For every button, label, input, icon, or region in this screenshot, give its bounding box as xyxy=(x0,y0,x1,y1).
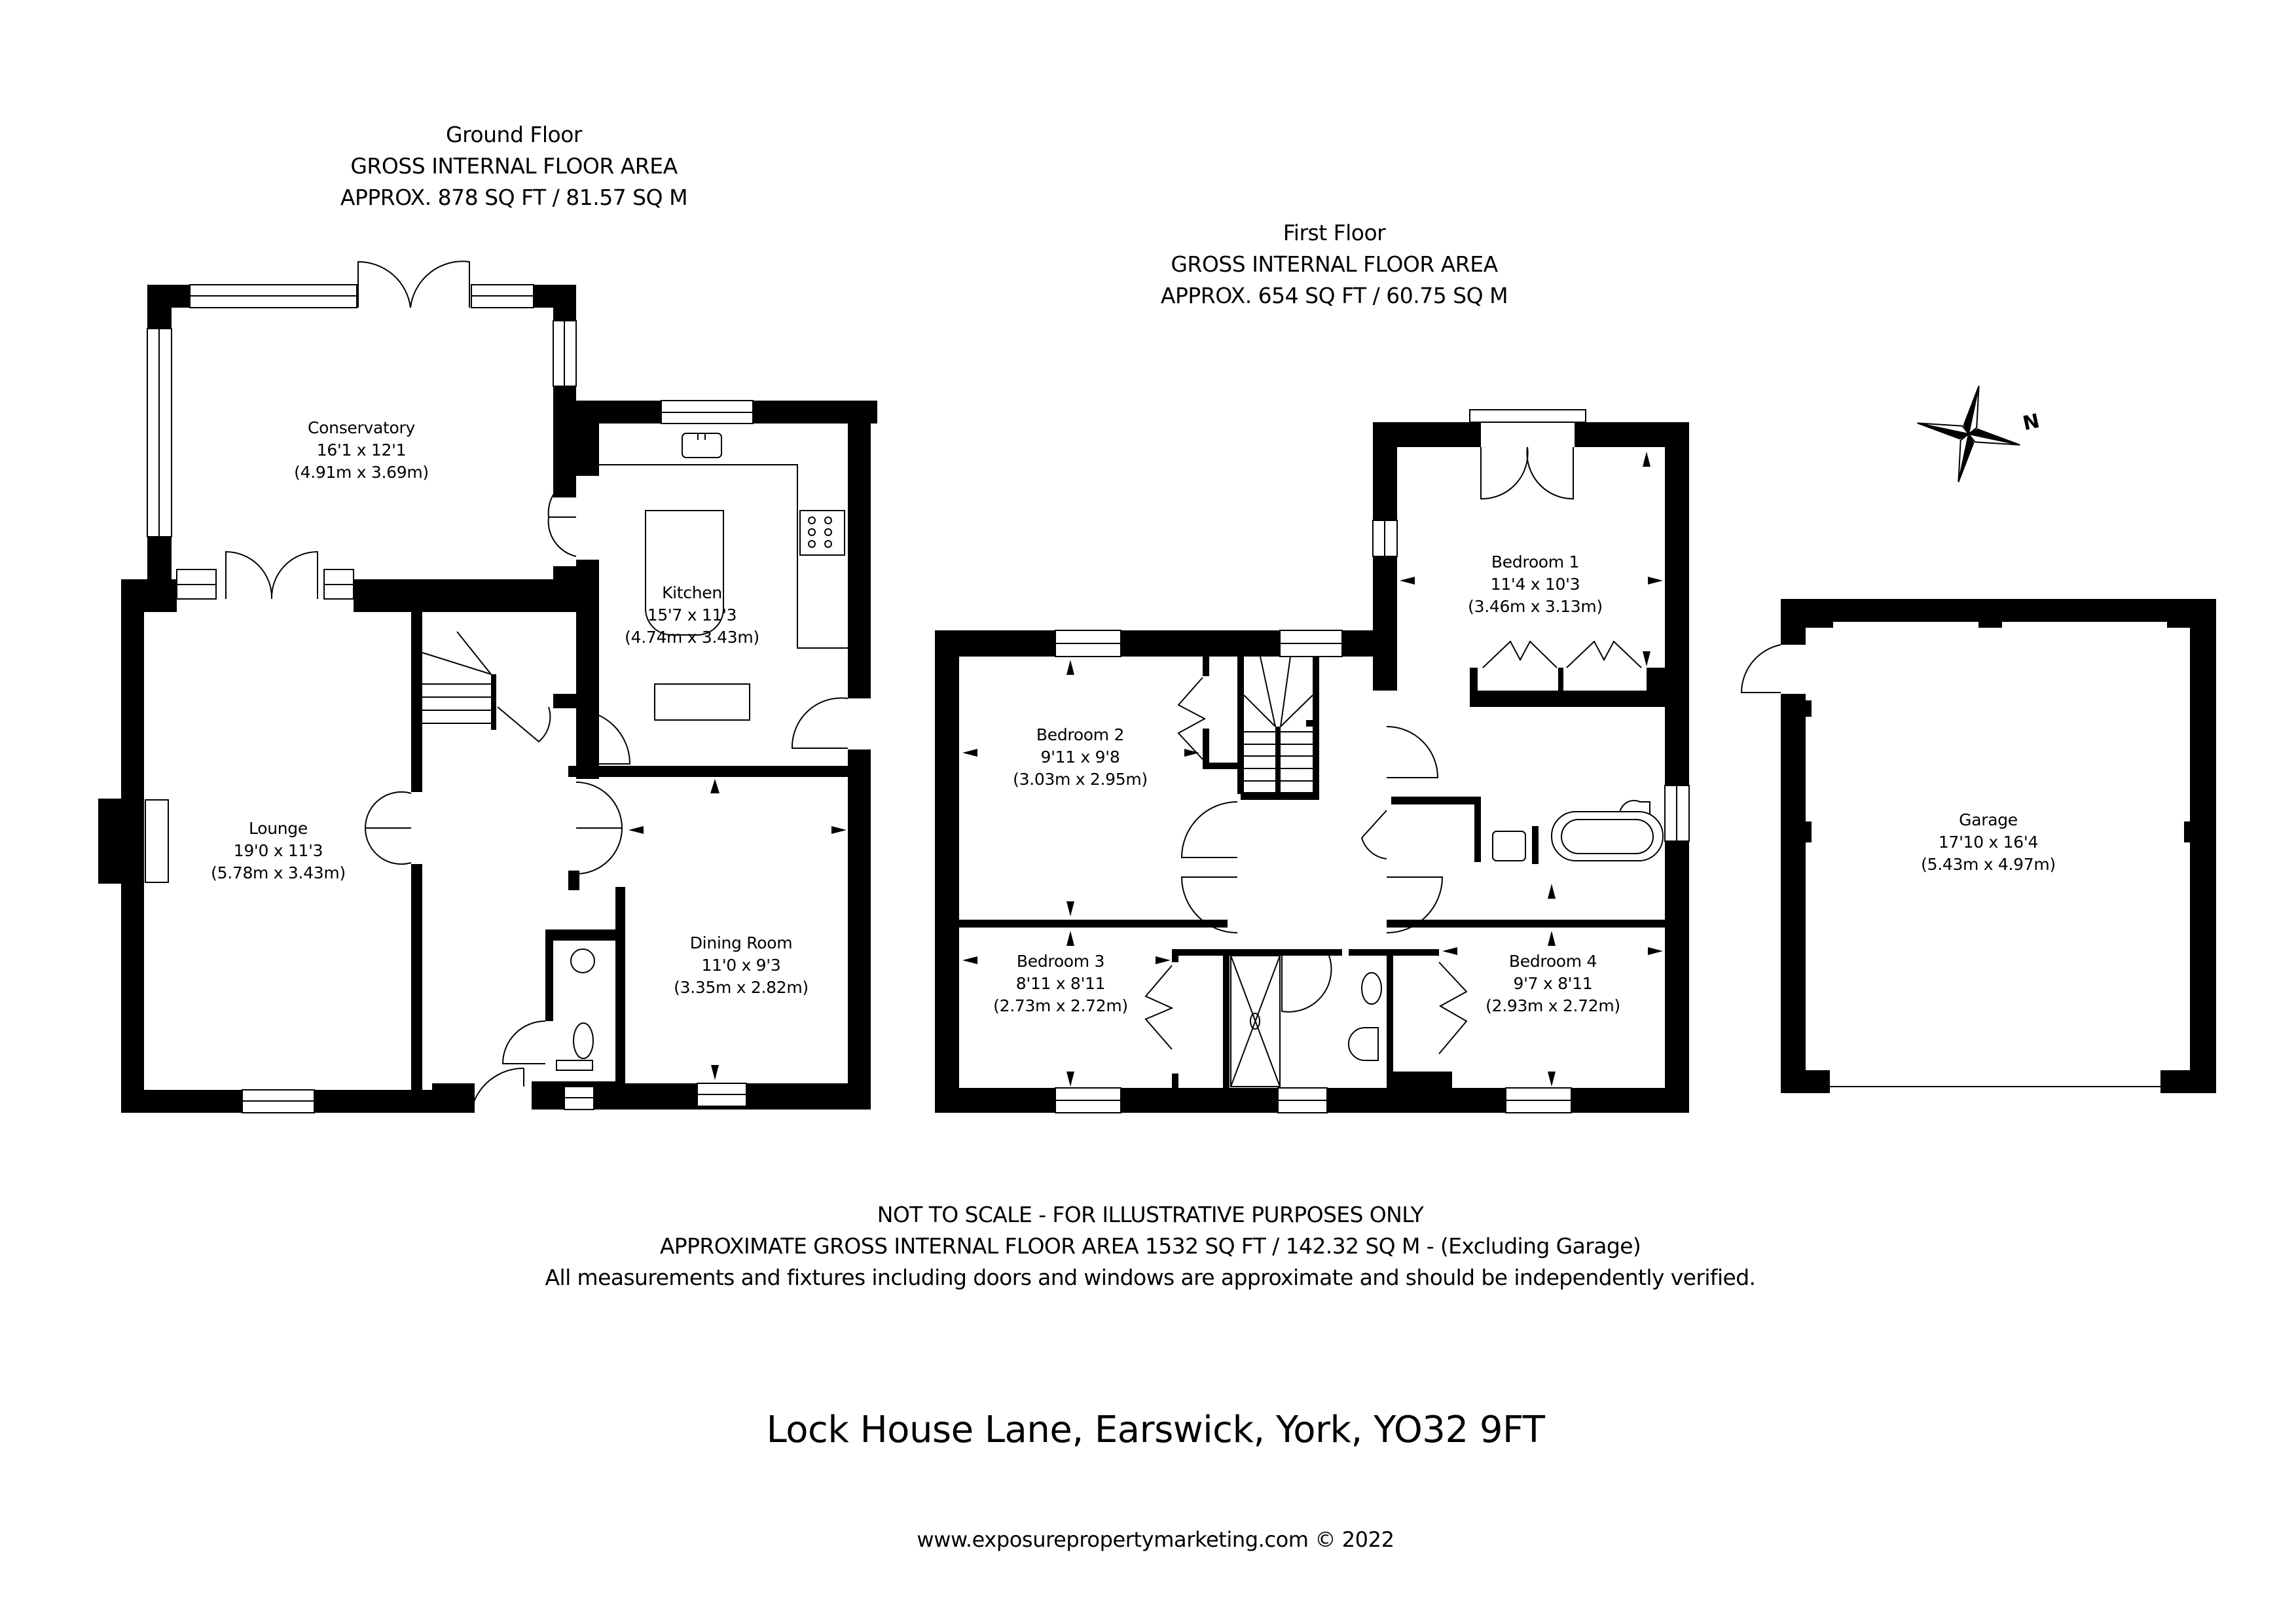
room-name: Lounge xyxy=(249,819,308,838)
room-dimensions-imperial: 11'4 x 10'3 xyxy=(1490,575,1580,594)
ground-floor-header: Ground Floor GROSS INTERNAL FLOOR AREA A… xyxy=(340,119,688,213)
room-label-kitchen: Kitchen 15'7 x 11'3 (4.74m x 3.43m) xyxy=(625,582,759,649)
room-label-lounge: Lounge 19'0 x 11'3 (5.78m x 3.43m) xyxy=(211,818,346,884)
room-name: Bedroom 1 xyxy=(1491,552,1580,571)
room-label-dining-room: Dining Room 11'0 x 9'3 (3.35m x 2.82m) xyxy=(674,932,809,999)
compass-rose-icon xyxy=(1917,386,2020,482)
disclaimer-total-area: APPROXIMATE GROSS INTERNAL FLOOR AREA 15… xyxy=(659,1233,1641,1259)
room-label-garage: Garage 17'10 x 16'4 (5.43m x 4.97m) xyxy=(1921,809,2056,876)
room-name: Dining Room xyxy=(689,933,793,952)
room-dimensions-imperial: 15'7 x 11'3 xyxy=(647,605,737,624)
room-dimensions-imperial: 17'10 x 16'4 xyxy=(1938,833,2039,852)
room-dimensions-metric: (2.93m x 2.72m) xyxy=(1485,996,1620,1015)
room-dimensions-imperial: 9'11 x 9'8 xyxy=(1040,748,1120,767)
property-address: Lock House Lane, Earswick, York, YO32 9F… xyxy=(766,1409,1545,1451)
room-dimensions-metric: (5.78m x 3.43m) xyxy=(211,863,346,882)
room-name: Bedroom 3 xyxy=(1016,952,1105,971)
first-floor-area-label: GROSS INTERNAL FLOOR AREA xyxy=(1171,251,1498,277)
room-dimensions-metric: (3.03m x 2.95m) xyxy=(1013,770,1148,789)
first-floor-title: First Floor xyxy=(1283,220,1386,245)
room-dimensions-metric: (4.91m x 3.69m) xyxy=(294,463,429,482)
disclaimer-block: NOT TO SCALE - FOR ILLUSTRATIVE PURPOSES… xyxy=(545,1199,1757,1293)
ground-floor-area-value: APPROX. 878 SQ FT / 81.57 SQ M xyxy=(340,185,688,210)
ground-floor-area-label: GROSS INTERNAL FLOOR AREA xyxy=(350,153,678,179)
room-dimensions-metric: (4.74m x 3.43m) xyxy=(625,628,759,647)
disclaimer-measurements: All measurements and fixtures including … xyxy=(545,1265,1757,1290)
room-dimensions-imperial: 19'0 x 11'3 xyxy=(233,841,323,860)
room-dimensions-metric: (3.46m x 3.13m) xyxy=(1468,597,1603,616)
room-name: Bedroom 4 xyxy=(1508,952,1597,971)
ground-floor-plan xyxy=(98,261,877,1113)
room-dimensions-imperial: 9'7 x 8'11 xyxy=(1513,974,1593,993)
first-floor-header: First Floor GROSS INTERNAL FLOOR AREA AP… xyxy=(1161,217,1508,312)
room-dimensions-metric: (3.35m x 2.82m) xyxy=(674,978,809,997)
room-label-bedroom-2: Bedroom 2 9'11 x 9'8 (3.03m x 2.95m) xyxy=(1013,724,1148,791)
room-name: Bedroom 2 xyxy=(1036,725,1125,744)
first-floor-plan xyxy=(935,409,1690,1113)
garage-plan xyxy=(1740,599,2216,1093)
room-dimensions-metric: (5.43m x 4.97m) xyxy=(1921,855,2056,874)
room-name: Kitchen xyxy=(662,583,722,602)
room-name: Garage xyxy=(1959,810,2018,829)
disclaimer-not-to-scale: NOT TO SCALE - FOR ILLUSTRATIVE PURPOSES… xyxy=(877,1202,1424,1227)
room-label-bedroom-4: Bedroom 4 9'7 x 8'11 (2.93m x 2.72m) xyxy=(1485,950,1620,1017)
room-label-bedroom-3: Bedroom 3 8'11 x 8'11 (2.73m x 2.72m) xyxy=(993,950,1128,1017)
ground-floor-title: Ground Floor xyxy=(446,122,582,147)
room-name: Conservatory xyxy=(308,418,415,437)
room-dimensions-imperial: 8'11 x 8'11 xyxy=(1015,974,1106,993)
room-dimensions-imperial: 11'0 x 9'3 xyxy=(701,956,781,975)
room-dimensions-metric: (2.73m x 2.72m) xyxy=(993,996,1128,1015)
first-floor-area-value: APPROX. 654 SQ FT / 60.75 SQ M xyxy=(1160,283,1508,308)
room-label-conservatory: Conservatory 16'1 x 12'1 (4.91m x 3.69m) xyxy=(294,417,429,484)
room-dimensions-imperial: 16'1 x 12'1 xyxy=(316,441,407,460)
website-copyright: www.exposurepropertymarketing.com © 2022 xyxy=(917,1527,1394,1552)
room-label-bedroom-1: Bedroom 1 11'4 x 10'3 (3.46m x 3.13m) xyxy=(1468,551,1603,618)
